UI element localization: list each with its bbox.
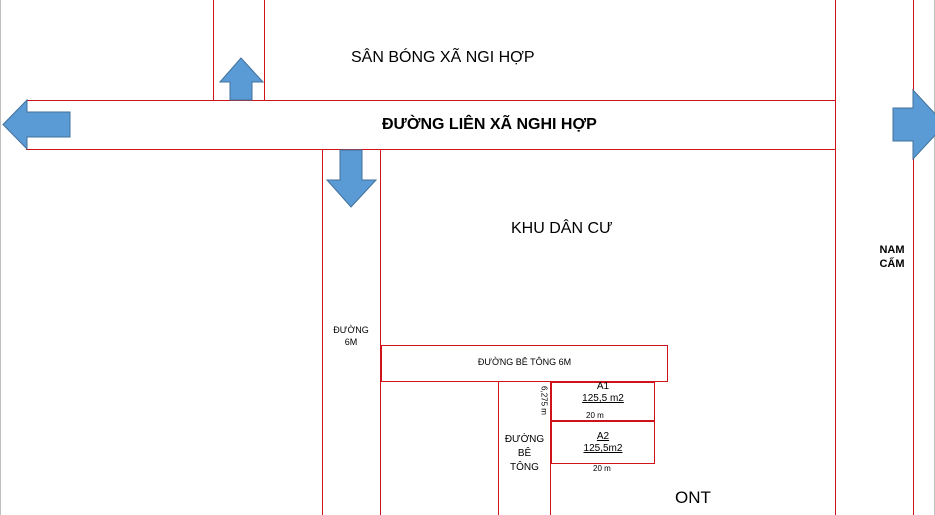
road-6m-label: ĐƯỜNG 6M — [326, 324, 376, 348]
lot-side-dimension: 6,275 m — [539, 386, 549, 415]
lot-a1 — [551, 382, 655, 421]
lot-a1-width: 20 m — [586, 411, 604, 420]
road-6m-line-2: 6M — [344, 337, 358, 347]
concrete-road-line-1: ĐƯỜNG — [504, 434, 545, 445]
ont-label: ONT — [675, 488, 711, 507]
concrete-road-6m-label: ĐƯỜNG BÊ TÔNG 6M — [477, 357, 572, 367]
concrete-road-line-2: BÊ — [517, 448, 532, 459]
road-6m-line-1: ĐƯỜNG — [333, 325, 369, 335]
lot-a2 — [551, 421, 655, 464]
nam-cam-line-2: CẤM — [879, 258, 905, 270]
lot-a2-name: A2 — [596, 431, 610, 442]
nam-cam-line-1: NAM — [879, 244, 905, 256]
concrete-road-vertical-label: ĐƯỜNG BÊ TÔNG — [499, 433, 550, 475]
arrow-down-icon — [325, 149, 378, 208]
lot-a1-name: A1 — [596, 381, 610, 392]
lot-a2-area: 125,5m2 — [583, 443, 623, 454]
arrow-left-icon — [2, 98, 71, 151]
concrete-road-line-3: TÔNG — [510, 462, 539, 473]
arrow-right-icon — [892, 88, 935, 161]
concrete-road-6m — [381, 345, 668, 382]
football-field-label: SÂN BÓNG XÃ NGI HỢP — [351, 49, 535, 66]
nam-cam-label: NAM CẤM — [872, 243, 912, 271]
lot-a2-width: 20 m — [593, 464, 611, 473]
lot-a1-area: 125,5 m2 — [582, 393, 624, 404]
arrow-up-icon — [218, 57, 265, 101]
residential-area-label: KHU DÂN CƯ — [511, 220, 613, 237]
main-road-label: ĐƯỜNG LIÊN XÃ NGHI HỢP — [382, 116, 597, 133]
